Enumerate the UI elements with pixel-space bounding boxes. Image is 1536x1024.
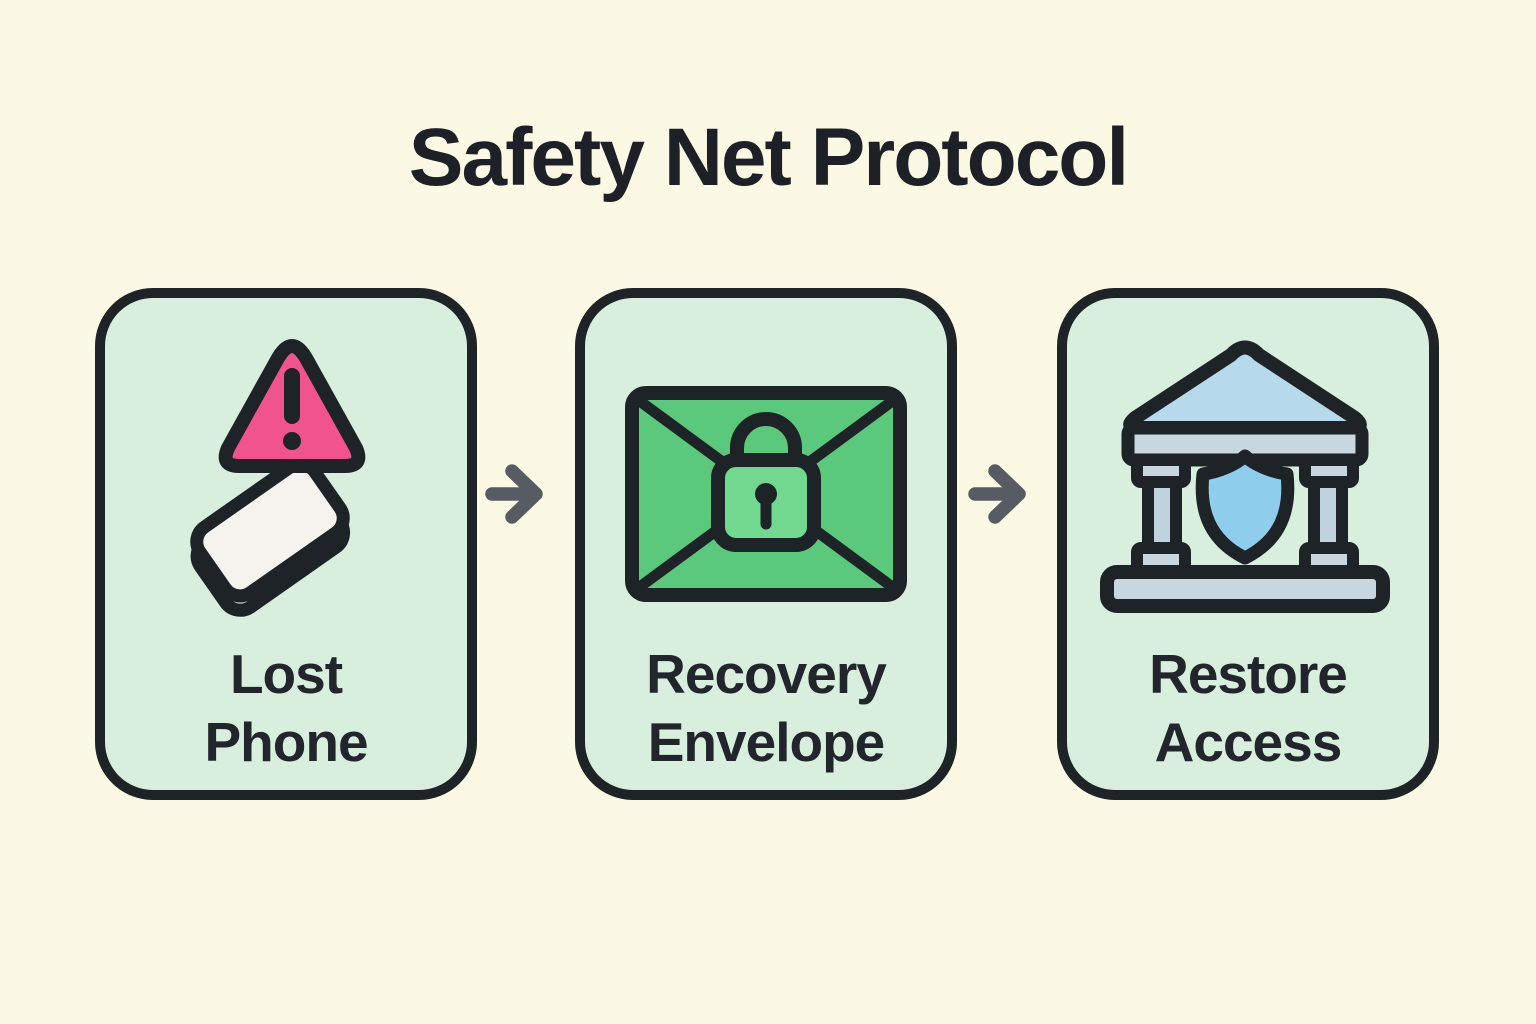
arrow-right-glyph <box>485 464 543 524</box>
label-line: Restore <box>1149 643 1348 705</box>
label-line: Access <box>1154 711 1343 773</box>
page-title: Safety Net Protocol <box>408 112 1129 203</box>
phone-screen <box>190 457 350 603</box>
arrow-right-icon <box>485 464 543 524</box>
locked-envelope-icon <box>625 386 907 602</box>
bank-base-slab <box>1100 565 1390 613</box>
shield-icon <box>1195 449 1295 565</box>
label-line: Lost <box>229 643 343 705</box>
bank-shield-icon <box>1100 340 1390 613</box>
step-card-recovery-envelope: Recovery Envelope <box>575 288 957 800</box>
bank-roof <box>1123 340 1367 435</box>
step-label-lost-phone: Lost Phone <box>105 640 467 776</box>
arrow-right-icon <box>968 464 1026 524</box>
step-label-restore-access: Restore Access <box>1067 640 1429 776</box>
label-line: Recovery <box>646 643 887 705</box>
exclamation-dot <box>283 432 301 450</box>
label-line: Envelope <box>647 711 886 773</box>
step-label-recovery-envelope: Recovery Envelope <box>585 640 947 776</box>
step-card-restore-access: Restore Access <box>1057 288 1439 800</box>
phone-icon <box>190 457 351 617</box>
right-column-shaft <box>1308 476 1348 554</box>
step-card-lost-phone: Lost Phone <box>95 288 477 800</box>
padlock-shackle <box>730 412 802 471</box>
arrow-right-glyph <box>968 464 1026 524</box>
label-line: Phone <box>204 711 368 773</box>
phone-alert-icon <box>190 339 366 617</box>
left-column-shaft <box>1142 476 1182 554</box>
